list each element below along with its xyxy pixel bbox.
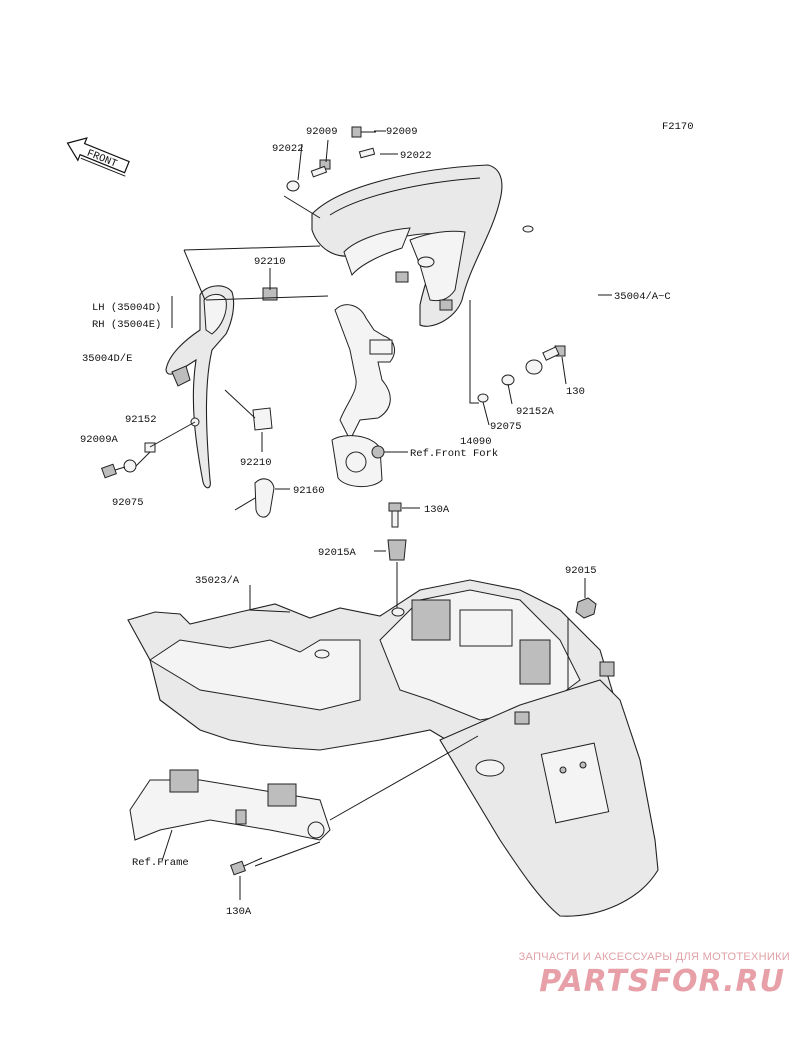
leader-lines [114,130,612,900]
washer-92022-left [286,180,300,192]
label-92075-right: 92075 [490,421,522,433]
label-ref-frame: Ref.Frame [132,857,189,869]
washer-92022-right [358,147,376,159]
label-92009a: 92009A [80,434,119,446]
label-92022-left: 92022 [272,143,304,155]
clip-nut-lower [252,407,273,431]
label-92009-right: 92009 [386,126,418,138]
label-lh: LH (35004D) [92,302,161,314]
label-92015a: 92015A [318,547,357,559]
label-92015: 92015 [565,565,597,577]
part-labels: 92009 92009 92022 92022 92210 LH (35004D… [80,126,671,918]
label-92009-left: 92009 [306,126,338,138]
bolt-92009-left [310,159,331,178]
frame-section [129,769,331,841]
label-130a-bottom: 130A [226,906,252,918]
rear-undertray [127,579,616,761]
front-fork-stay [331,304,396,487]
label-92210-lower: 92210 [240,457,272,469]
reflector-92160 [254,478,275,518]
nut-92015 [575,597,597,619]
label-92210-upper: 92210 [254,256,286,268]
fender-side-piece [165,285,235,489]
label-ref-front-fork: Ref.Front Fork [410,448,498,460]
label-92075-left: 92075 [112,497,144,509]
figure-code: F2170 [662,121,694,133]
label-130a-top: 130A [424,504,450,516]
label-92022-right: 92022 [400,150,432,162]
label-35004ac: 35004/A~C [614,291,671,303]
label-92152: 92152 [125,414,157,426]
front-fender [311,164,534,327]
collar-92015a [387,539,407,561]
label-130: 130 [566,386,585,398]
spacer-92152 [144,442,156,453]
watermark-tagline: ЗАПЧАСТИ И АКСЕССУАРЫ ДЛЯ МОТОТЕХНИКИ [518,951,790,963]
label-92152a: 92152A [516,406,555,418]
washer-92075-left [123,459,137,473]
label-35004de: 35004D/E [82,353,132,365]
bolt-130a-bottom [230,857,263,876]
bolt-92009a [101,463,117,479]
bolt-92009-right [351,126,376,138]
rear-fender-flap [439,661,659,917]
front-arrow-icon: FRONT [66,137,130,177]
label-14090: 14090 [460,436,492,448]
bolt-130a-top [388,502,402,528]
label-rh: RH (35004E) [92,319,161,331]
bolt-130 [542,345,566,361]
label-35023a: 35023/A [195,575,240,587]
watermark-logo: PARTSFOR.RU [539,964,785,999]
label-92160: 92160 [293,485,325,497]
